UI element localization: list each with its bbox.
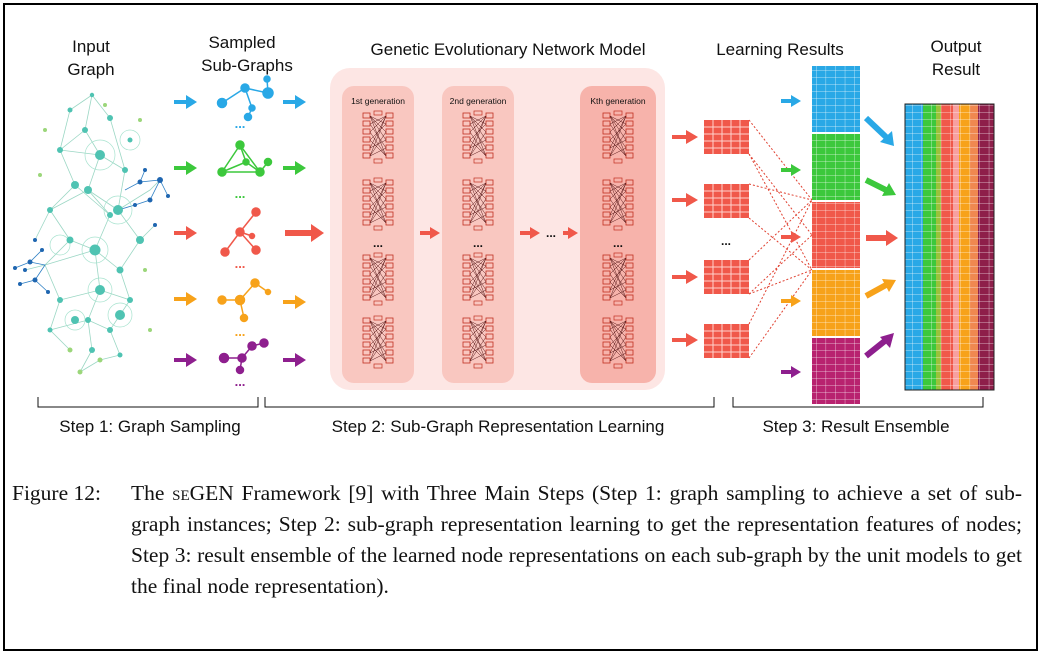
nn-ellipsis-k: ... bbox=[613, 236, 623, 250]
model-label: Genetic Evolutionary Network Model bbox=[371, 40, 646, 59]
step-3-label: Step 3: Result Ensemble bbox=[762, 417, 949, 436]
figure-caption: Figure 12: The seGEN Framework [9] with … bbox=[12, 478, 1022, 602]
sample-to-model-arrows bbox=[283, 95, 324, 367]
output-result-label-line1: Output bbox=[930, 37, 981, 56]
caption-intro: The bbox=[131, 481, 173, 505]
generation-panel-2 bbox=[442, 86, 514, 383]
results-ellipsis: ... bbox=[721, 234, 731, 248]
sampled-subgraphs-label-line2: Sub-Graphs bbox=[201, 56, 293, 75]
generation-label-1: 1st generation bbox=[351, 96, 405, 106]
nn-ellipsis-2: ... bbox=[473, 236, 483, 250]
ellipsis-1: ... bbox=[235, 116, 246, 131]
segen-diagram: Input Graph Sampled Sub-Graphs Genetic E… bbox=[13, 33, 995, 436]
step-2-label: Step 2: Sub-Graph Representation Learnin… bbox=[332, 417, 665, 436]
learning-results-label: Learning Results bbox=[716, 40, 844, 59]
subgraph-purple bbox=[218, 338, 269, 375]
subgraph-blue bbox=[216, 75, 274, 122]
generation-ellipsis: ... bbox=[546, 226, 556, 240]
ellipsis-4: ... bbox=[235, 324, 246, 339]
generation-panel-1 bbox=[342, 86, 414, 383]
ellipsis-5: ... bbox=[235, 374, 246, 389]
subgraph-green bbox=[217, 140, 273, 177]
ensemble-stack bbox=[812, 66, 860, 404]
ellipsis-2: ... bbox=[235, 186, 246, 201]
results-to-ensemble-arrows bbox=[781, 95, 801, 378]
figure-frame bbox=[3, 3, 1038, 651]
step-1-label: Step 1: Graph Sampling bbox=[59, 417, 240, 436]
generation-label-2: 2nd generation bbox=[450, 96, 507, 106]
subgraph-red bbox=[220, 207, 261, 257]
framework-name: seGEN bbox=[172, 481, 234, 505]
caption-rest: Framework [9] with Three Main Steps (Ste… bbox=[131, 481, 1022, 598]
model-to-results-arrows bbox=[672, 130, 698, 347]
generation-label-k: Kth generation bbox=[590, 96, 646, 106]
ensemble-to-output-arrows bbox=[863, 115, 898, 359]
output-result-matrix bbox=[904, 103, 995, 391]
figure-number: Figure 12: bbox=[12, 481, 101, 505]
sampled-subgraphs-label-line1: Sampled bbox=[208, 33, 275, 52]
generation-panel-k bbox=[580, 86, 656, 383]
output-result-label-line2: Result bbox=[932, 60, 980, 79]
input-graph-network bbox=[13, 92, 170, 375]
input-graph-label-line1: Input bbox=[72, 37, 110, 56]
generation-arrows bbox=[420, 227, 578, 239]
subgraph-orange bbox=[217, 278, 272, 323]
input-graph-label-line2: Graph bbox=[67, 60, 114, 79]
input-to-sample-arrows bbox=[174, 95, 197, 367]
caption-text: The seGEN Framework [9] with Three Main … bbox=[131, 478, 1022, 602]
ellipsis-3: ... bbox=[235, 256, 246, 271]
step-brackets bbox=[37, 397, 984, 408]
nn-ellipsis-1: ... bbox=[373, 236, 383, 250]
dotted-connections bbox=[748, 119, 813, 359]
